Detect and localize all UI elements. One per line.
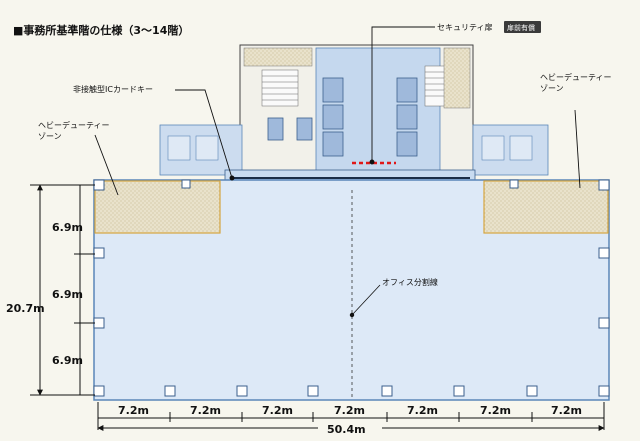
dim-x-4: 7.2m xyxy=(334,404,365,417)
columns xyxy=(93,179,610,397)
dim-x-total-bg xyxy=(318,421,382,435)
security-badge-bg xyxy=(504,21,541,33)
dim-y-2: 6.9m xyxy=(52,288,83,301)
dim-x-2: 7.2m xyxy=(190,404,221,417)
card-key-label: 非接触型ICカードキー xyxy=(73,84,153,94)
dim-x-7: 7.2m xyxy=(551,404,582,417)
office-divider-label: オフィス分割線 xyxy=(382,277,438,287)
heavy-duty-label-left: ヘビーデューティー ゾーン xyxy=(38,120,112,141)
dim-x-5: 7.2m xyxy=(407,404,438,417)
leader-lines xyxy=(94,26,581,196)
dim-x-6: 7.2m xyxy=(480,404,511,417)
page-title: ■事務所基準階の仕様（3〜14階） xyxy=(13,23,189,37)
building-core xyxy=(239,44,474,174)
divider-leader xyxy=(351,284,381,316)
dim-x-1: 7.2m xyxy=(118,404,149,417)
elevator-shafts xyxy=(267,77,418,157)
security-badge-label: 扉前有償 xyxy=(507,23,535,32)
dim-y-total: 20.7m xyxy=(6,302,45,315)
dim-y-3: 6.9m xyxy=(52,354,83,367)
dim-x-3: 7.2m xyxy=(262,404,293,417)
heavy-duty-zone-right xyxy=(483,180,609,234)
security-door-label: セキュリティ扉 xyxy=(437,22,493,32)
dim-x-total: 50.4m xyxy=(327,423,366,436)
heavy-duty-label-right: ヘビーデューティー ゾーン xyxy=(540,72,614,93)
service-wing-right xyxy=(472,124,549,176)
dim-y-1: 6.9m xyxy=(52,221,83,234)
service-wing-left xyxy=(159,124,243,176)
vertical-dimensions xyxy=(30,184,95,396)
heavy-duty-zone-left xyxy=(94,180,221,234)
